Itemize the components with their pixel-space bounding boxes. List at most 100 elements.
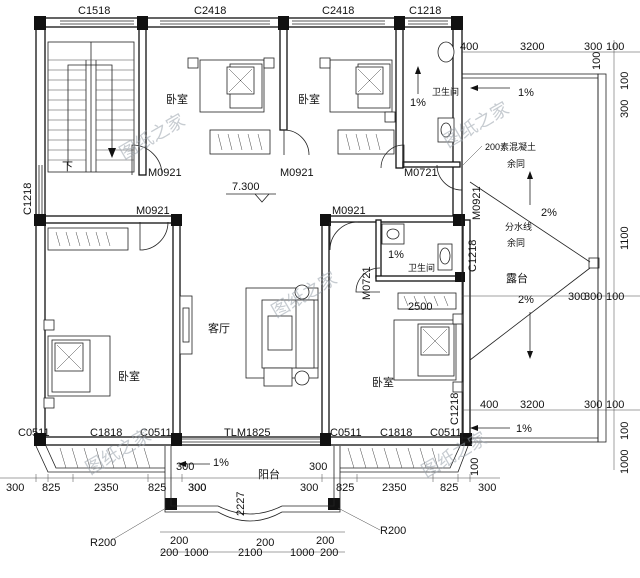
dim-balcony-side: 2227 [235,492,247,516]
dim-bottom-2: 825 [42,482,60,494]
window-code-top-3: C2418 [322,5,354,17]
dim-bottom-4: 825 [148,482,166,494]
dim-right-vert-4: 100 [619,422,631,440]
terrace: 露台 2% 2% 1% 1% 200素混凝土 余同 分水线 余同 [461,73,607,443]
dim-bottom-10: 300 [478,482,496,494]
dim-balcony-top-2: 300 [309,461,327,473]
dim-balcony-top-3: 300 [188,482,206,494]
dim-bottom-6: 300 [300,482,318,494]
concrete-note: 200素混凝土 [485,141,536,152]
dim-bottom-1: 300 [6,482,24,494]
slope-bath2: 1% [388,249,404,261]
dim-bottom-200-b: 200 [316,535,334,547]
window-code-bottom-6: C0511 [430,427,462,439]
dim-right-top-2: 3200 [520,41,544,53]
balconies: 阳台 1% [35,445,469,522]
dim-balcony-top-1: 300 [176,461,194,473]
slope-balcony: 1% [213,457,229,469]
window-code-top-4: C1218 [409,5,441,17]
dim-right-low-4: 100 [606,399,624,411]
dim-balcony-small: 200 [256,537,274,549]
window-code-right-lower: C1218 [449,393,461,425]
bathroom-2: 卫生间 1% [381,223,453,273]
dim-bottom-8: 2350 [382,482,406,494]
dim-bottom-3: 2350 [94,482,118,494]
dimension-lines: 300 825 2350 825 300 300 825 2350 825 30… [0,40,640,559]
dim-right-low-2: 3200 [520,399,544,411]
dim-bottom-9: 825 [440,482,458,494]
door-code-7: M0721 [361,266,373,300]
dim-right-top-1: 400 [460,41,478,53]
door-code-4: M0921 [471,186,483,220]
dim-right-top-4: 100 [606,41,624,53]
bathroom-2-label: 卫生间 [408,262,435,273]
door-code-1: M0921 [148,167,182,179]
overhang-note-1: 余同 [507,158,525,169]
dim-right-mid-3: 300 [584,291,602,303]
door-code-labels: M0921 M0921 M0721 M0921 M0921 M0921 M072… [136,167,483,300]
bedroom-2-label: 卧室 [298,92,320,106]
bedroom-3-label: 卧室 [118,369,140,383]
window-code-top-2: C2418 [194,5,226,17]
staircase: 下 [47,41,135,173]
door-code-3: M0721 [404,167,438,179]
terrace-label: 露台 [506,271,528,285]
door-swings [131,129,463,443]
elevation-mark: 7.300 [226,181,276,203]
structural-columns [34,16,472,510]
dim-corner-100: 100 [469,458,481,476]
elevation-label: 7.300 [232,181,260,193]
dim-bottom-200-a: 200 [170,535,188,547]
stair-down-label: 下 [62,161,73,173]
watermark-1: 图纸之家 [116,110,189,164]
bedroom-1: 卧室 [166,57,275,155]
bathroom-1-label: 卫生间 [432,86,459,97]
exterior-walls [35,17,471,446]
dim-lower-4: 1000 [290,547,314,559]
bedroom-4: 卧室 [372,292,464,393]
window-code-bottom-4: C0511 [330,427,362,439]
living-room: 客厅 [179,284,319,387]
dim-lower-2: 1000 [184,547,208,559]
bathroom-1: 卫生间 1% [410,41,459,143]
slope-terrace-bottom: 1% [516,423,532,435]
dim-right-vert-1: 100 [619,72,631,90]
dim-right-vert-2: 300 [619,100,631,118]
door-code-5: M0921 [136,205,170,217]
living-room-label: 客厅 [208,321,230,335]
dim-lower-1: 200 [160,547,178,559]
window-code-right-bath: C1218 [467,240,479,272]
dim-right-vert-5: 1000 [619,450,631,474]
dim-lower-5: 200 [320,547,338,559]
window-code-bottom-1: C0511 [18,427,50,439]
slope-terrace-1: 2% [541,207,557,219]
balcony-label: 阳台 [258,467,280,481]
window-code-bottom-2: C1818 [90,427,122,439]
window-code-bottom-3: C0511 [140,427,172,439]
bedroom-3: 卧室 [43,227,140,409]
window-code-left: C1218 [22,183,34,215]
slope-terrace-top: 1% [518,87,534,99]
door-code-2: M0921 [280,167,314,179]
dim-bottom-7: 825 [336,482,354,494]
dim-right-top-3: 300 [584,41,602,53]
bedroom-1-label: 卧室 [166,92,188,106]
dim-right-vert-3: 1100 [619,226,631,250]
watershed-note: 分水线 [505,221,532,232]
dim-radius-left: R200 [90,537,116,549]
dim-right-mid-1: 300 [568,291,586,303]
dim-radius-right: R200 [380,525,406,537]
window-code-labels: C1518 C2418 C2418 C1218 C1218 C1218 C121… [18,5,479,439]
bedroom-4-label: 卧室 [372,375,394,389]
slope-terrace-2: 2% [518,294,534,306]
slope-bath1: 1% [410,97,426,109]
overhang-note-2: 余同 [507,237,525,248]
window-code-top-1: C1518 [78,5,110,17]
bedroom-2: 卧室 [298,57,396,155]
dim-right-mid-4: 100 [606,291,624,303]
dim-lower-3: 2100 [238,547,262,559]
dim-corner-100b: 100 [591,52,603,70]
window-code-bottom-5: C1818 [380,427,412,439]
door-code-6: M0921 [332,205,366,217]
